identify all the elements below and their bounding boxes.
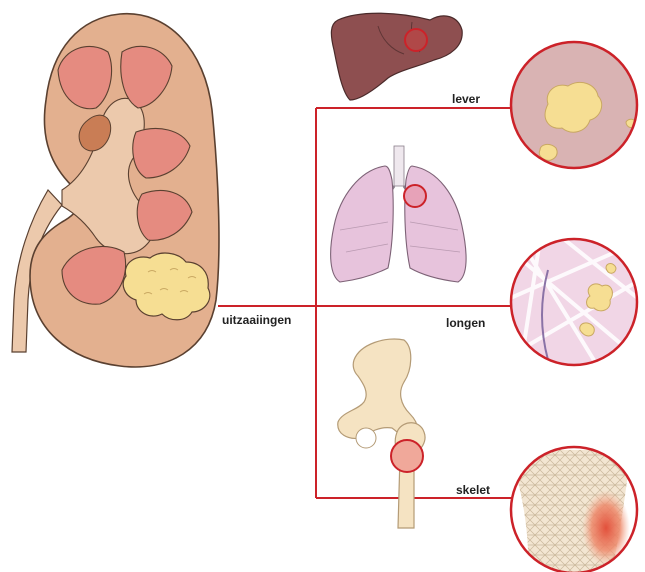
liver-icon (331, 13, 462, 100)
bone-lesion (582, 490, 630, 566)
metastases-label: uitzaaiingen (222, 313, 291, 327)
kidney-icon (12, 14, 219, 367)
liver-detail-circle (505, 38, 645, 178)
liver-focus-circle (405, 29, 427, 51)
lungs-icon (331, 146, 466, 282)
lungs-label: longen (446, 316, 485, 330)
hip-bone-icon (338, 339, 425, 528)
lung-focus-circle (404, 185, 426, 207)
liver-label: lever (452, 92, 480, 106)
skeleton-label: skelet (456, 483, 490, 497)
lung-detail-circle (505, 235, 645, 375)
bone-detail-circle (505, 440, 645, 572)
bone-focus-circle (391, 440, 423, 472)
